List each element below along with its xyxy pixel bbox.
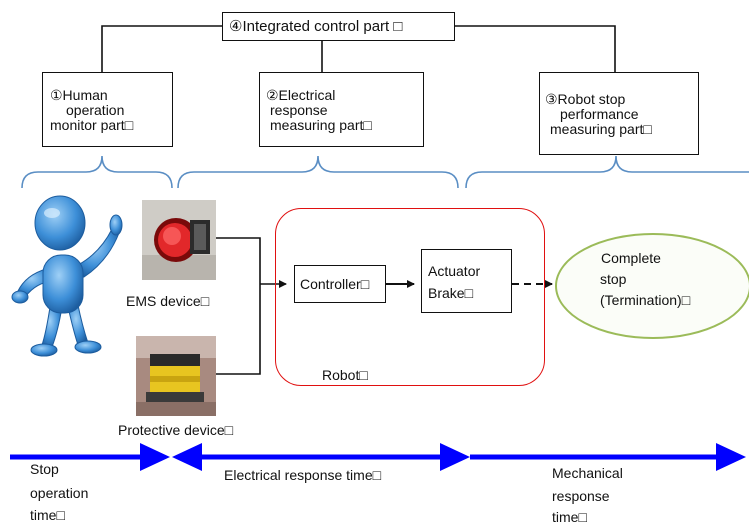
complete-stop-line2: stop xyxy=(600,271,627,287)
brake-label: Brake□ xyxy=(428,285,474,301)
mechanical-response-time-line2: response xyxy=(552,488,610,504)
integrated-control-part-box xyxy=(222,12,455,41)
protective-device-image xyxy=(136,336,216,416)
robot-stop-part-line2: performance xyxy=(560,106,639,122)
human-icon xyxy=(11,195,123,357)
ems-device-image xyxy=(142,200,216,280)
controller-box xyxy=(294,265,386,303)
human-monitor-part-box xyxy=(42,72,173,147)
electrical-response-time-label: Electrical response time□ xyxy=(224,467,382,483)
electrical-part-line3: measuring part□ xyxy=(270,117,372,133)
controller-label: Controller□ xyxy=(300,276,370,292)
electrical-measuring-part-box xyxy=(259,72,424,147)
human-monitor-line1: ①Human xyxy=(50,87,108,103)
mechanical-response-time-line1: Mechanical xyxy=(552,465,623,481)
brace-robot-stop xyxy=(465,155,749,189)
stop-operation-time-line1: Stop xyxy=(30,461,59,477)
stop-operation-time-line2: operation xyxy=(30,485,89,501)
brace-human xyxy=(21,155,173,189)
integrated-control-part-label: ④Integrated control part □ xyxy=(229,18,403,35)
stop-operation-time-line3: time□ xyxy=(30,507,65,523)
complete-stop-line1: Complete xyxy=(601,250,661,266)
laser-scanner-icon xyxy=(136,336,216,416)
timeline-arrows xyxy=(10,443,746,471)
mechanical-response-time-line3: time□ xyxy=(552,509,587,525)
complete-stop-ellipse xyxy=(555,233,749,339)
robot-stop-part-line1: ③Robot stop xyxy=(545,91,626,107)
tree-connectors xyxy=(101,25,616,72)
robot-stop-measuring-part-box xyxy=(539,72,699,155)
robot-label: Robot□ xyxy=(322,367,368,383)
brace-electrical xyxy=(177,155,459,189)
actuator-brake-box xyxy=(421,249,512,313)
human-monitor-line3: monitor part□ xyxy=(50,117,134,133)
complete-stop-line3: (Termination)□ xyxy=(600,292,691,308)
device-wiring xyxy=(216,237,287,375)
actuator-label: Actuator xyxy=(428,263,481,279)
robot-stop-part-line3: measuring part□ xyxy=(550,121,652,137)
protective-device-label: Protective device□ xyxy=(118,422,234,438)
human-monitor-line2: operation xyxy=(66,102,125,118)
robot-boundary xyxy=(275,208,545,386)
electrical-part-line2: response xyxy=(270,102,328,118)
ems-device-label: EMS device□ xyxy=(126,293,210,309)
electrical-part-line1: ②Electrical xyxy=(266,87,336,103)
emergency-stop-icon xyxy=(142,200,216,280)
